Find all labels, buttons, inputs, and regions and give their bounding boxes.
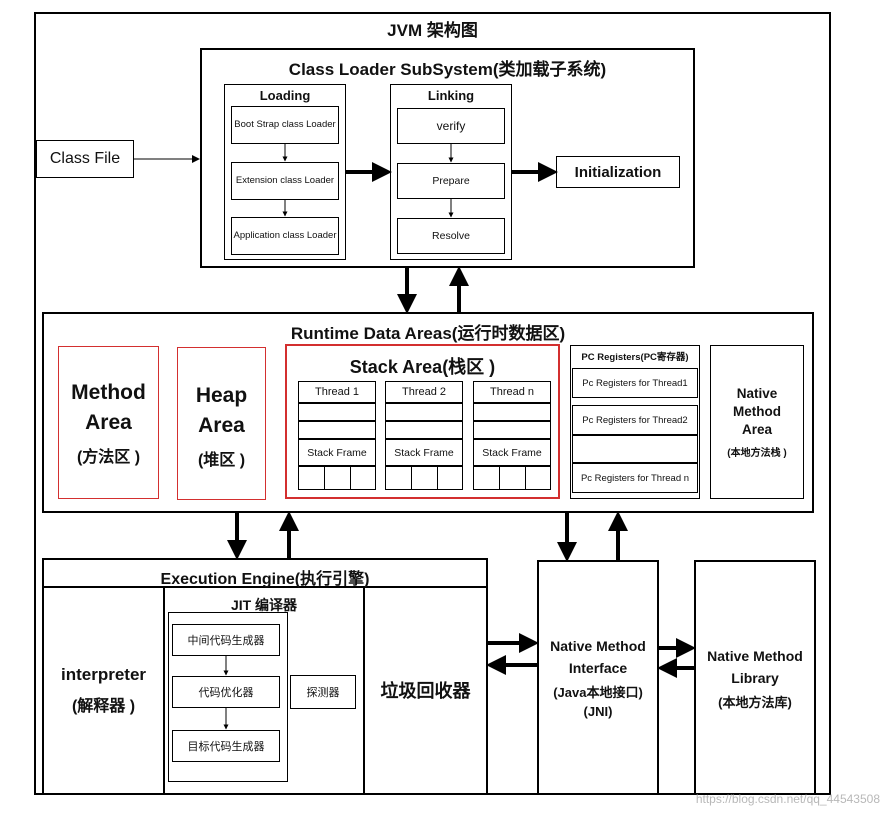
resolve-step: Resolve bbox=[397, 218, 505, 254]
heap-area-line3: (堆区 ) bbox=[197, 452, 246, 469]
pc-register-threadn: Pc Registers for Thread n bbox=[572, 463, 698, 493]
pc-register-thread1: Pc Registers for Thread1 bbox=[572, 368, 698, 398]
application-loader: Application class Loader bbox=[231, 217, 339, 255]
nmi-line1: Native Method bbox=[550, 638, 646, 654]
heap-area-line1: Heap bbox=[195, 384, 248, 407]
nmi-line2: Interface bbox=[568, 660, 628, 676]
interpreter-line1: interpreter bbox=[60, 665, 147, 684]
stack-area-title: Stack Area(栈区 ) bbox=[349, 357, 496, 377]
bootstrap-loader: Boot Strap class Loader bbox=[231, 106, 339, 144]
class-loader-title: Class Loader SubSystem(类加载子系统) bbox=[288, 60, 607, 79]
code-optimizer: 代码优化器 bbox=[172, 676, 280, 708]
native-area-line1: Native bbox=[736, 386, 778, 401]
garbage-collector: 垃圾回收器 bbox=[380, 681, 471, 701]
stack-slot bbox=[473, 403, 551, 421]
frame-cell bbox=[473, 466, 500, 490]
frame-cell bbox=[437, 466, 463, 490]
intermediate-code-generator: 中间代码生成器 bbox=[172, 624, 280, 656]
interpreter-line2: (解释器 ) bbox=[71, 698, 136, 715]
native-method-library: Native Method Library (本地方法库) bbox=[694, 560, 816, 795]
native-area-line2: Method bbox=[733, 404, 781, 419]
pc-registers-title: PC Registers(PC寄存器) bbox=[581, 352, 689, 363]
heap-area: Heap Area (堆区 ) bbox=[177, 347, 266, 500]
nmi-line3: (Java本地接口) bbox=[553, 685, 643, 700]
stack-frame: Stack Frame bbox=[298, 439, 376, 466]
gc-divider bbox=[363, 587, 365, 795]
runtime-title: Runtime Data Areas(运行时数据区) bbox=[290, 324, 566, 343]
jit-title: JIT 编译器 bbox=[230, 597, 298, 613]
nmi-line4: (JNI) bbox=[583, 704, 613, 719]
native-area-line3: Area bbox=[741, 422, 773, 437]
pc-register-thread2: Pc Registers for Thread2 bbox=[572, 405, 698, 435]
stack-frame: Stack Frame bbox=[473, 439, 551, 466]
stack-slot bbox=[298, 421, 376, 439]
stack-slot bbox=[298, 403, 376, 421]
heap-area-line2: Area bbox=[198, 414, 245, 437]
nml-line2: Library bbox=[731, 670, 779, 686]
execution-engine-divider bbox=[42, 586, 488, 588]
nml-line3: (本地方法库) bbox=[718, 695, 792, 710]
profiler-box: 探测器 bbox=[290, 675, 356, 709]
diagram-title: JVM 架构图 bbox=[387, 21, 478, 40]
prepare-step: Prepare bbox=[397, 163, 505, 199]
thread-header: Thread 2 bbox=[385, 381, 463, 403]
thread-header: Thread 1 bbox=[298, 381, 376, 403]
thread-header: Thread n bbox=[473, 381, 551, 403]
method-area: Method Area (方法区 ) bbox=[58, 346, 159, 499]
frame-cell bbox=[499, 466, 526, 490]
frame-cell bbox=[411, 466, 438, 490]
watermark: https://blog.csdn.net/qq_44543508 bbox=[695, 792, 880, 806]
stack-slot bbox=[473, 421, 551, 439]
native-method-area: Native Method Area (本地方法栈 ) bbox=[710, 345, 804, 499]
method-area-line2: Area bbox=[85, 411, 132, 434]
verify-step: verify bbox=[397, 108, 505, 144]
frame-cell bbox=[525, 466, 551, 490]
class-file-box: Class File bbox=[36, 140, 134, 178]
linking-title: Linking bbox=[427, 88, 475, 103]
frame-cell bbox=[350, 466, 376, 490]
frame-cell bbox=[298, 466, 325, 490]
native-method-interface: Native Method Interface (Java本地接口) (JNI) bbox=[537, 560, 659, 795]
method-area-line3: (方法区 ) bbox=[76, 449, 141, 466]
loading-title: Loading bbox=[259, 88, 311, 103]
pc-register-empty bbox=[572, 435, 698, 463]
frame-cell bbox=[324, 466, 351, 490]
extension-loader: Extension class Loader bbox=[231, 162, 339, 200]
initialization-box: Initialization bbox=[556, 156, 680, 188]
method-area-line1: Method bbox=[71, 381, 146, 404]
nml-line1: Native Method bbox=[707, 648, 803, 664]
stack-slot bbox=[385, 421, 463, 439]
execution-engine-title: Execution Engine(执行引擎) bbox=[160, 571, 370, 588]
interpreter-divider bbox=[163, 587, 165, 795]
native-area-line4: (本地方法栈 ) bbox=[727, 448, 787, 459]
stack-slot bbox=[385, 403, 463, 421]
target-code-generator: 目标代码生成器 bbox=[172, 730, 280, 762]
frame-cell bbox=[385, 466, 412, 490]
stack-frame: Stack Frame bbox=[385, 439, 463, 466]
